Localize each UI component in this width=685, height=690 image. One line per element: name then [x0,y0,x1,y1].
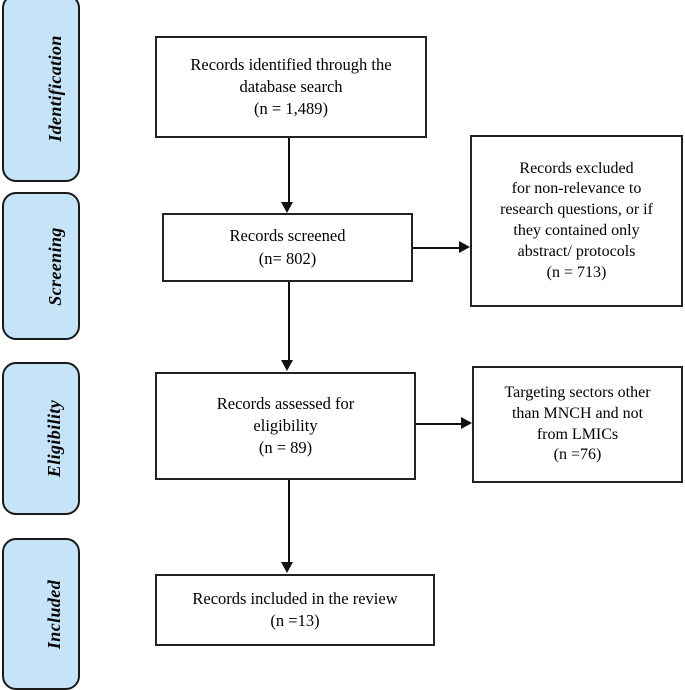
connector-identified-to-screened [288,138,290,204]
stage-label-eligibility-inner: Eligibility [38,364,72,513]
arrow-down-icon [281,562,293,573]
box-records-excluded-eligibility: Targeting sectors other than MNCH and no… [472,366,683,483]
box-records-screened-text: Records screened (n= 802) [229,226,346,268]
box-records-excluded-screening-text: Records excluded for non-relevance to re… [500,159,653,281]
box-records-excluded-eligibility-text: Targeting sectors other than MNCH and no… [504,383,651,464]
box-records-screened: Records screened (n= 802) [162,213,413,282]
stage-label-screening: Screening [2,192,80,340]
connector-assessed-to-included [288,480,290,563]
box-records-assessed-eligibility: Records assessed for eligibility (n = 89… [155,372,416,480]
connector-screened-to-excluded [413,247,461,249]
arrow-right-icon [459,241,470,253]
box-records-identified-text: Records identified through the database … [190,54,392,119]
arrow-down-icon [281,202,293,213]
stage-label-eligibility: Eligibility [2,362,80,515]
arrow-down-icon [281,360,293,371]
arrow-right-icon [461,417,472,429]
stage-label-included-text: Included [44,579,65,649]
stage-label-identification-inner: Identification [38,0,72,180]
box-records-identified: Records identified through the database … [155,36,427,138]
box-records-assessed-eligibility-text: Records assessed for eligibility (n = 89… [216,393,355,458]
stage-label-included: Included [2,538,80,690]
stage-label-screening-text: Screening [44,226,65,306]
stage-label-identification: Identification [2,0,80,182]
box-records-excluded-screening: Records excluded for non-relevance to re… [470,135,683,307]
connector-screened-to-assessed [288,282,290,360]
stage-label-identification-text: Identification [44,34,65,142]
connector-assessed-to-excluded [416,423,462,425]
box-records-included: Records included in the review (n =13) [155,574,435,646]
stage-label-eligibility-text: Eligibility [44,399,65,478]
stage-label-screening-inner: Screening [38,194,72,338]
box-records-included-text: Records included in the review (n =13) [192,588,398,630]
stage-label-included-inner: Included [38,540,72,688]
